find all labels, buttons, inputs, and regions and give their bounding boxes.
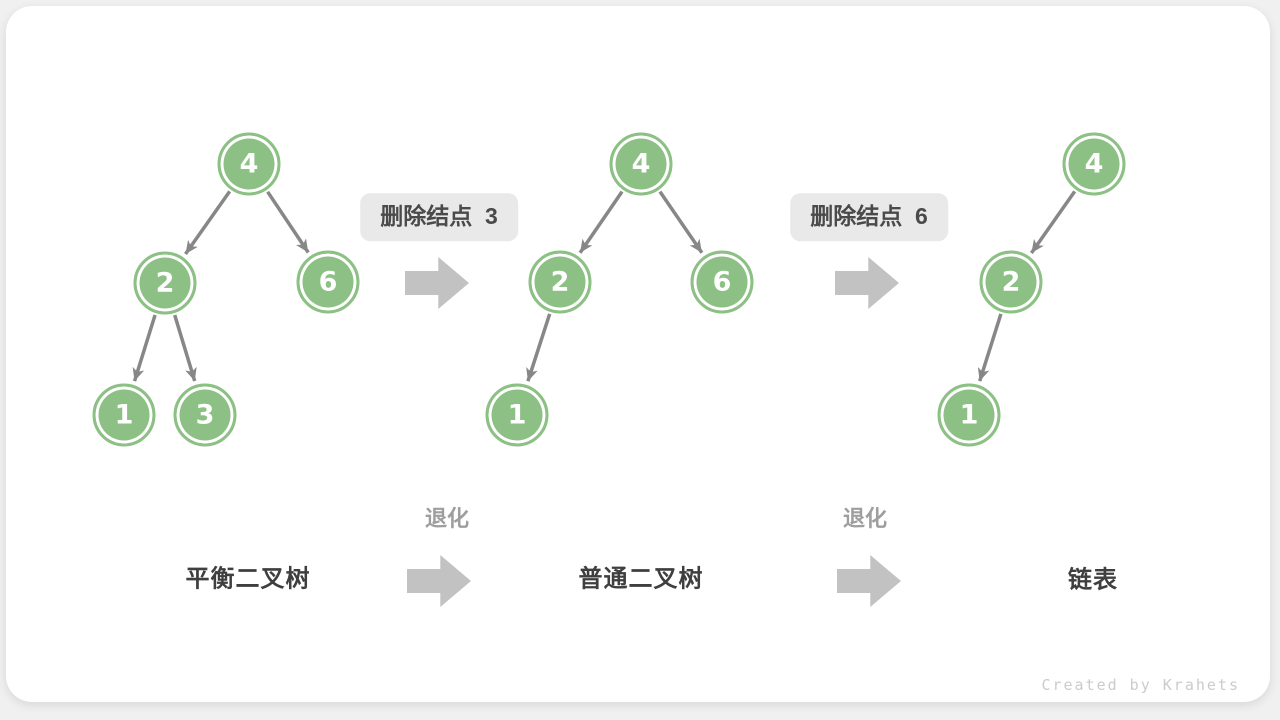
step-label-delete-node-6: 删除结点 6 bbox=[790, 193, 948, 241]
tree-node-2-linked-list: 2 bbox=[979, 250, 1043, 314]
tree-node-1-linked-list: 1 bbox=[937, 383, 1001, 447]
tree-node-1-ordinary-binary-tree: 1 bbox=[485, 383, 549, 447]
degrade-label: 退化 bbox=[842, 506, 888, 531]
diagram-card bbox=[6, 6, 1270, 702]
tree-node-4-ordinary-binary-tree: 4 bbox=[609, 132, 673, 196]
watermark-credit: Created by Krahets bbox=[1041, 676, 1240, 694]
caption-ordinary-binary-tree: 普通二叉树 bbox=[578, 565, 704, 593]
degrade-label: 退化 bbox=[424, 506, 470, 531]
caption-balanced-binary-tree: 平衡二叉树 bbox=[185, 565, 311, 593]
tree-node-4-linked-list: 4 bbox=[1062, 132, 1126, 196]
tree-node-3-balanced-binary-tree: 3 bbox=[173, 383, 237, 447]
tree-node-2-balanced-binary-tree: 2 bbox=[133, 251, 197, 315]
tree-node-6-ordinary-binary-tree: 6 bbox=[690, 250, 754, 314]
tree-node-1-balanced-binary-tree: 1 bbox=[92, 383, 156, 447]
tree-node-6-balanced-binary-tree: 6 bbox=[296, 250, 360, 314]
step-label-delete-node-3: 删除结点 3 bbox=[360, 193, 518, 241]
tree-node-2-ordinary-binary-tree: 2 bbox=[528, 250, 592, 314]
caption-linked-list: 链表 bbox=[1068, 566, 1118, 594]
tree-node-4-balanced-binary-tree: 4 bbox=[217, 132, 281, 196]
